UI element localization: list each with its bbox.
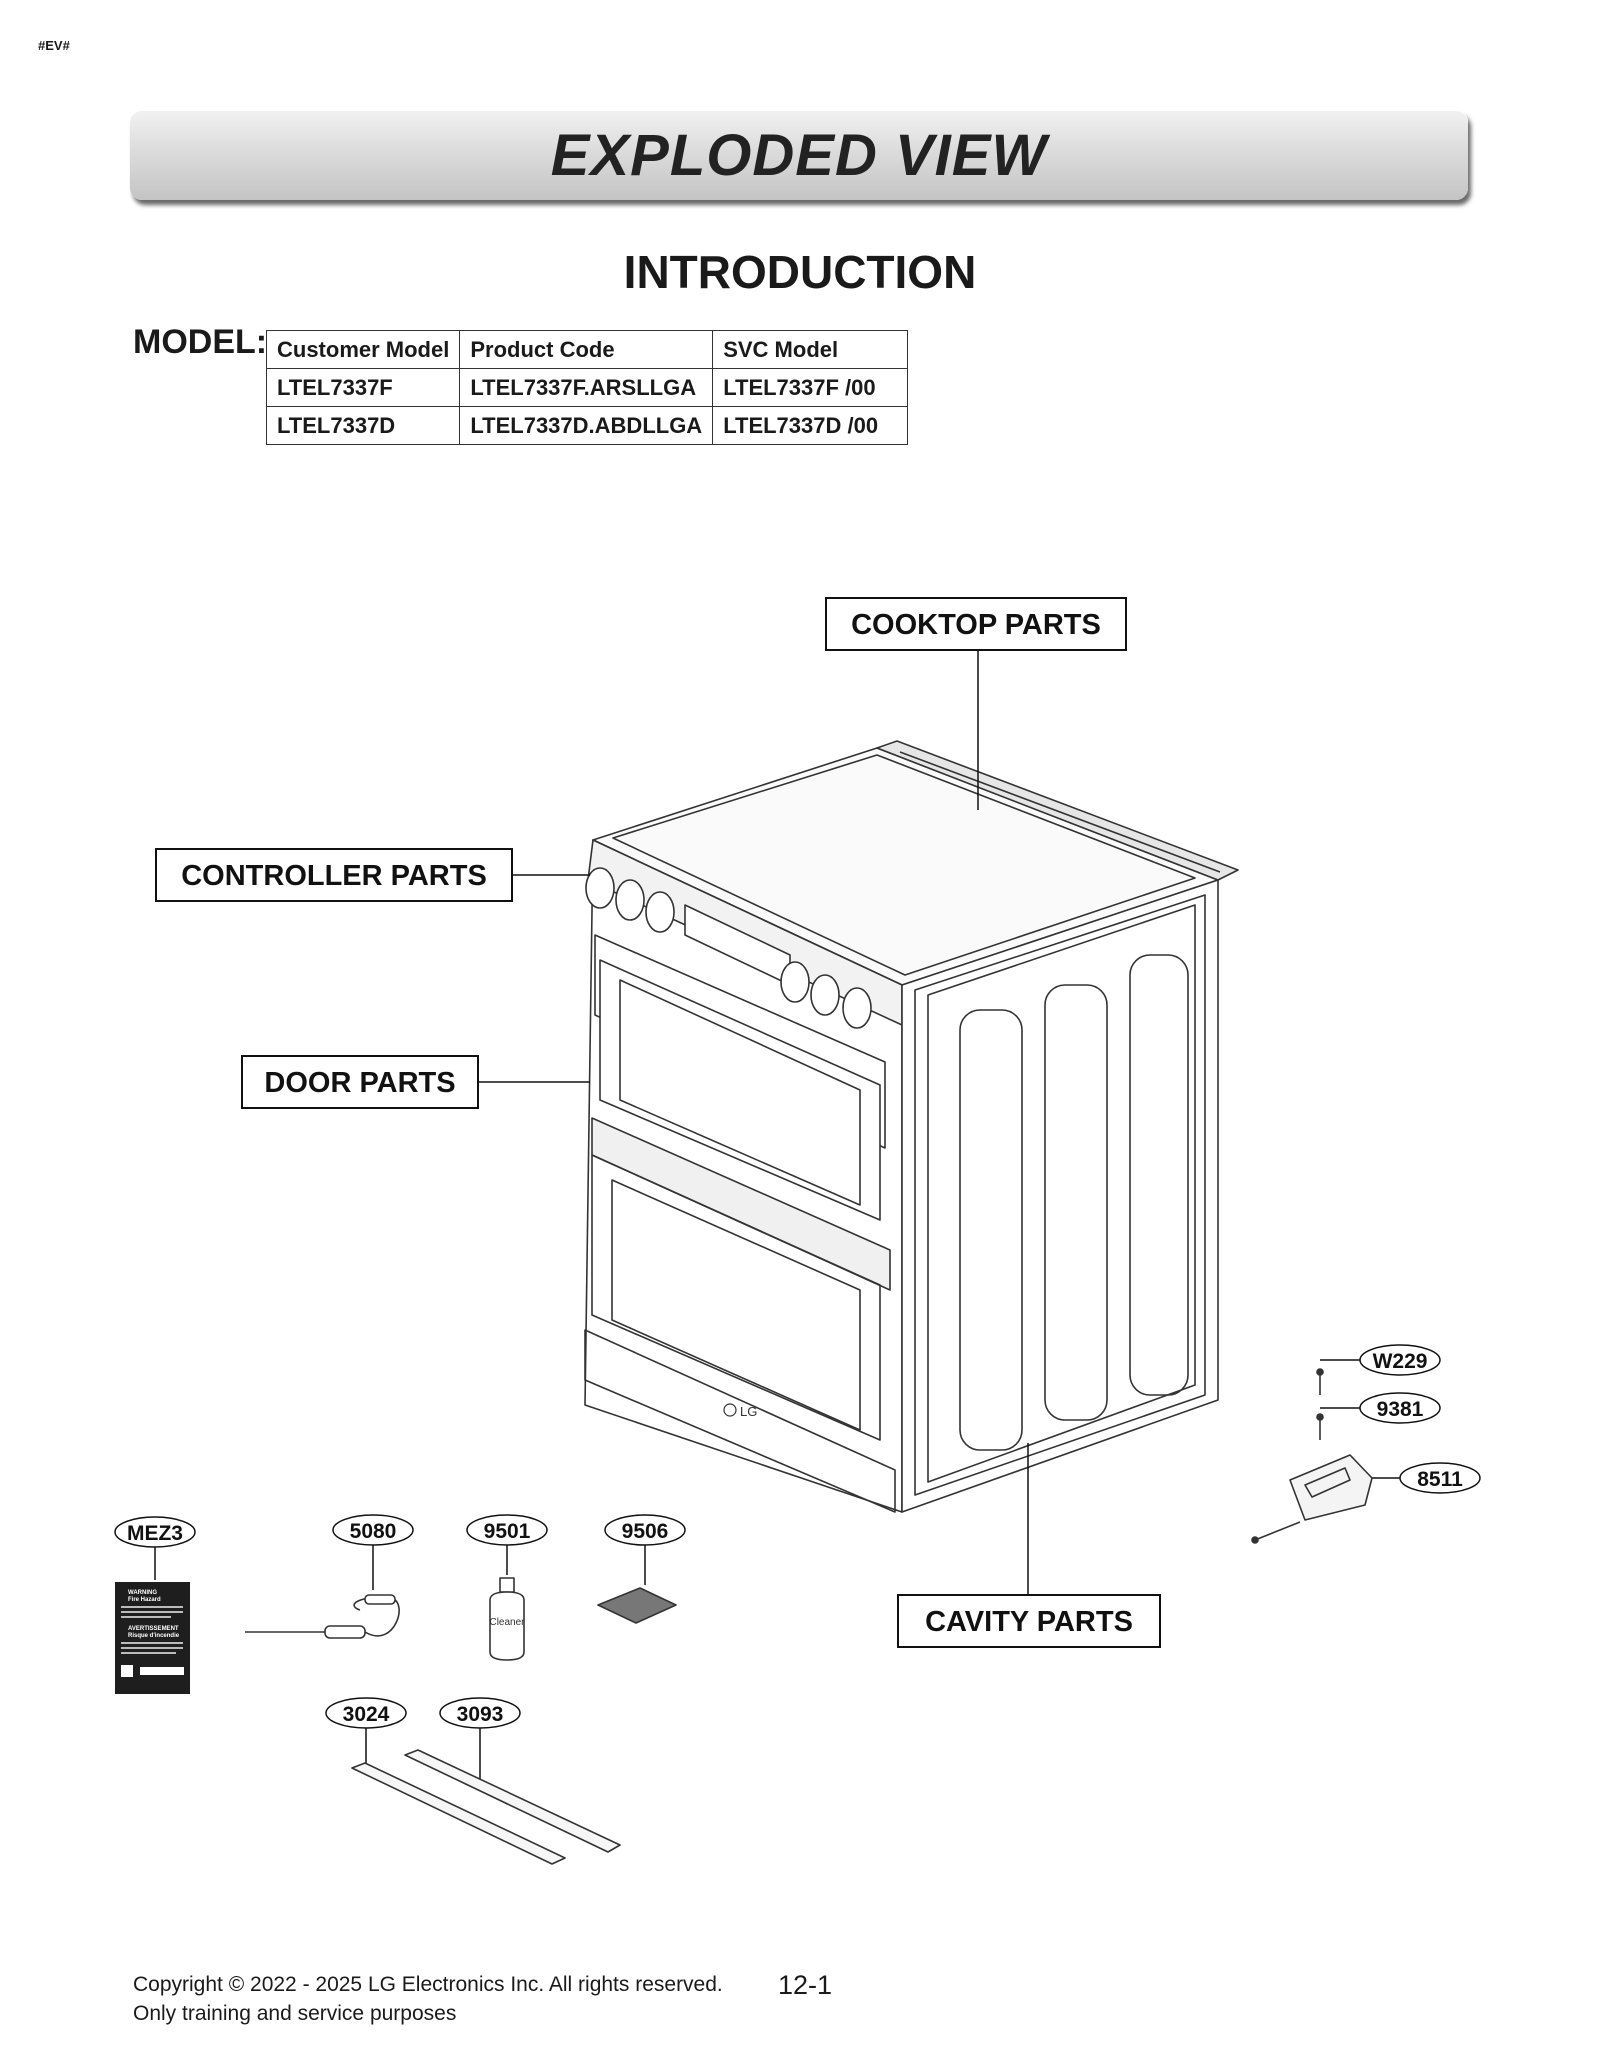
part-label-mez3: MEZ3 <box>127 1522 183 1545</box>
cavity-parts-label: CAVITY PARTS <box>925 1606 1133 1638</box>
controller-parts-label: CONTROLLER PARTS <box>181 860 487 892</box>
warning-label-line: Fire Hazard <box>128 1597 161 1603</box>
header-customer-model: Customer Model <box>265 330 461 369</box>
cell-customer-model: LTEL7337D <box>265 406 461 445</box>
callout-leader-lines <box>154 650 1400 1780</box>
part-label-8511: 8511 <box>1417 1468 1463 1491</box>
cell-product-code: LTEL7337F.ARSLLGA <box>459 368 714 407</box>
side-trim-pieces <box>351 1749 621 1865</box>
model-label: MODEL: <box>133 323 268 361</box>
lg-logo-text: LG <box>740 1404 757 1419</box>
cell-svc-model: LTEL7337D /00 <box>712 406 909 445</box>
table-row: LTEL7337D LTEL7337D.ABDLLGA LTEL7337D /0… <box>265 406 909 445</box>
cooktop-parts-callout: COOKTOP PARTS <box>825 597 1127 651</box>
part-label-3024: 3024 <box>343 1703 390 1726</box>
footer-copyright: Copyright © 2022 - 2025 LG Electronics I… <box>133 1973 723 1996</box>
footer-copyright-block: Copyright © 2022 - 2025 LG Electronics I… <box>133 1970 723 2028</box>
control-knobs <box>585 867 872 1029</box>
door-parts-label: DOOR PARTS <box>264 1067 455 1099</box>
part-label-5080: 5080 <box>350 1520 397 1543</box>
cavity-parts-callout: CAVITY PARTS <box>897 1594 1161 1648</box>
warning-label-line: WARNING <box>128 1590 157 1596</box>
part-number-labels: W229 9381 8511 MEZ3 5080 9501 9506 3024 … <box>114 1344 1481 1729</box>
controller-parts-callout: CONTROLLER PARTS <box>155 848 513 902</box>
model-table: Customer Model Product Code SVC Model LT… <box>265 330 909 445</box>
warning-label-sticker: WARNING Fire Hazard AVERTISSEMENT Risque… <box>115 1582 190 1694</box>
range-side-panel <box>901 879 1219 1513</box>
title-banner: EXPLODED VIEW <box>130 110 1468 200</box>
page-number: 12-1 <box>778 1970 833 2000</box>
document-tag: #EV# <box>38 38 70 53</box>
part-label-3093: 3093 <box>457 1703 504 1726</box>
door-parts-callout: DOOR PARTS <box>241 1055 479 1109</box>
section-title: INTRODUCTION <box>623 246 977 298</box>
warning-label-line: AVERTISSEMENT <box>128 1626 179 1632</box>
cleaner-bottle-text: Cleaner <box>489 1617 525 1628</box>
part-label-9501: 9501 <box>484 1520 531 1543</box>
cell-customer-model: LTEL7337F <box>265 368 461 407</box>
table-row: LTEL7337F LTEL7337F.ARSLLGA LTEL7337F /0… <box>265 368 909 407</box>
lg-logo: LG <box>723 1403 757 1419</box>
warning-label-line: Risque d'incendie <box>128 1633 180 1639</box>
part-label-w229: W229 <box>1373 1350 1428 1373</box>
footer-note: Only training and service purposes <box>133 2002 457 2025</box>
cooktop-parts-label: COOKTOP PARTS <box>851 609 1101 641</box>
cell-svc-model: LTEL7337F /00 <box>712 368 909 407</box>
header-svc-model: SVC Model <box>712 330 909 369</box>
banner-title: EXPLODED VIEW <box>550 122 1048 188</box>
range-top-surface <box>592 740 1239 986</box>
part-label-9506: 9506 <box>622 1520 669 1543</box>
anti-tip-bracket <box>1251 1368 1373 1544</box>
table-header-row: Customer Model Product Code SVC Model <box>265 330 909 369</box>
meat-probe <box>245 1594 400 1639</box>
cleaner-bottle <box>489 1577 525 1661</box>
cell-product-code: LTEL7337D.ABDLLGA <box>459 406 714 445</box>
scrubbing-pad <box>597 1587 677 1624</box>
part-label-9381: 9381 <box>1377 1398 1424 1421</box>
